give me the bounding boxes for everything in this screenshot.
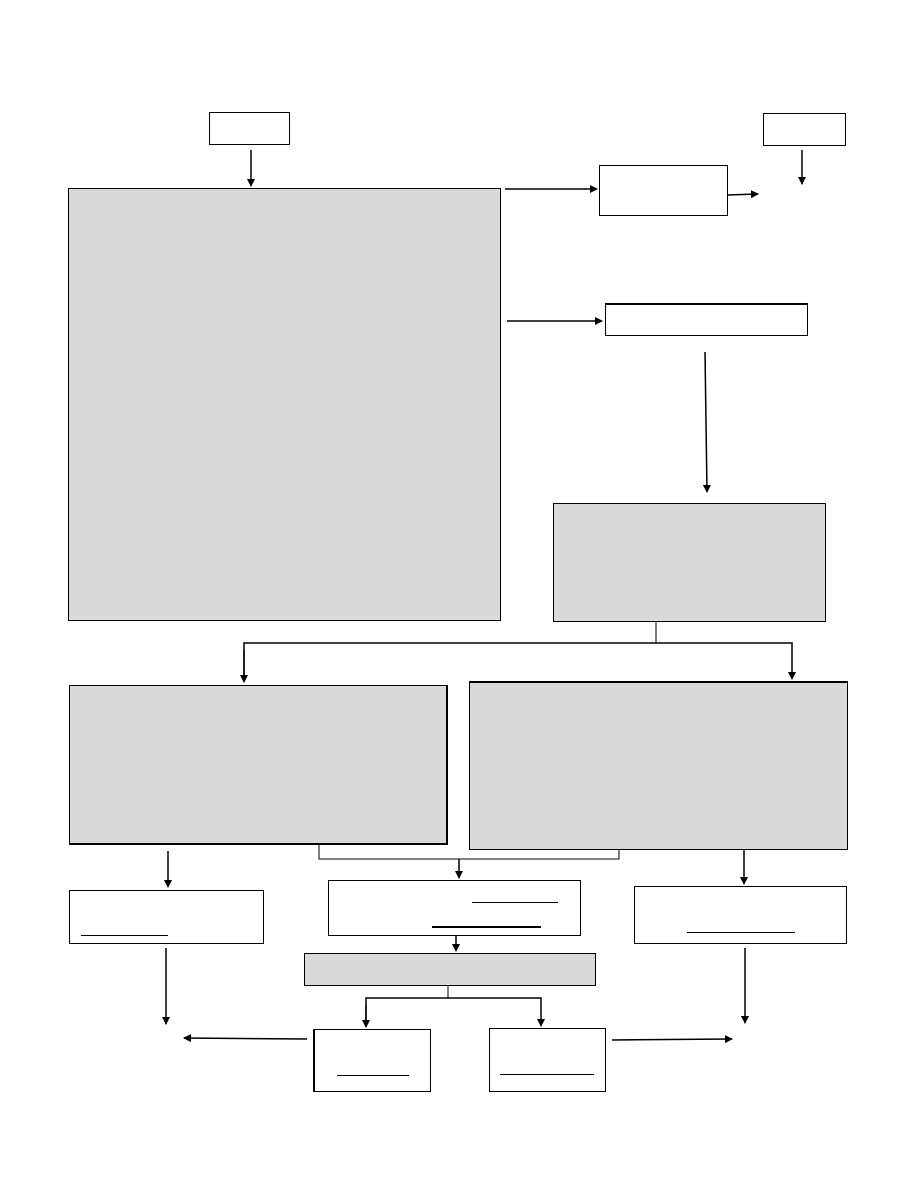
arrow-down	[702, 351, 711, 493]
blank-line	[432, 926, 541, 928]
arrow-left	[183, 1034, 308, 1043]
merge-connector	[318, 844, 620, 860]
right-result-box	[634, 886, 847, 944]
center-result-box	[328, 880, 581, 936]
bottom-left-result-box	[313, 1029, 431, 1092]
blank-line	[500, 1074, 594, 1075]
blank-line	[687, 932, 795, 933]
assessment-box	[553, 503, 826, 622]
blank-line	[337, 1075, 409, 1076]
blank-line	[472, 902, 558, 903]
exclusion-box-top	[599, 165, 728, 216]
right-branch-box	[469, 681, 848, 850]
left-branch-box	[69, 685, 448, 845]
top-right-input-box	[763, 113, 846, 146]
arrow-right	[611, 1035, 733, 1044]
blank-line	[81, 935, 168, 936]
main-criteria-box	[68, 188, 501, 621]
bottom-right-result-box	[489, 1028, 606, 1092]
outcome-box	[605, 303, 808, 336]
split-connector	[243, 642, 796, 681]
split-connector	[365, 997, 545, 1027]
top-left-input-box	[209, 112, 290, 145]
combined-step-box	[304, 953, 596, 986]
left-result-box	[69, 890, 264, 944]
arrow-right	[726, 190, 759, 199]
